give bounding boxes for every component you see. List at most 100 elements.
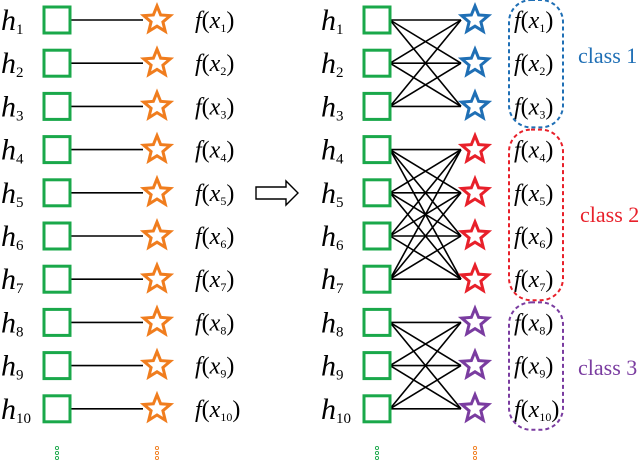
f-symbol: f	[514, 181, 524, 207]
x-subscript: 1	[539, 21, 545, 35]
h-subscript: 9	[336, 368, 344, 384]
h-symbol: h	[1, 350, 16, 383]
x-subscript: 3	[220, 107, 226, 121]
f-label: f(x7)	[514, 267, 553, 294]
ellipsis-dot	[374, 450, 380, 456]
h-label: h4	[1, 134, 24, 168]
connection-line	[389, 148, 462, 194]
h-label: h6	[1, 220, 24, 254]
feature-node	[42, 135, 72, 165]
open-paren: (	[521, 8, 529, 34]
star-icon	[457, 261, 493, 294]
h-symbol: h	[321, 134, 336, 167]
f-symbol: f	[514, 8, 524, 34]
h-subscript: 3	[16, 108, 24, 124]
close-paren: )	[226, 181, 234, 207]
class-group-box	[508, 128, 564, 302]
star-icon	[457, 218, 493, 251]
star-icon	[139, 88, 175, 121]
f-label: f(x8)	[195, 310, 234, 337]
h-label: h7	[321, 263, 344, 297]
h-symbol: h	[1, 4, 16, 37]
ellipsis-dot	[54, 445, 60, 451]
x-symbol: x	[528, 267, 540, 293]
close-paren: )	[226, 267, 234, 293]
f-label: f(x7)	[195, 267, 234, 294]
h-subscript: 4	[16, 152, 24, 168]
x-subscript: 8	[220, 323, 226, 337]
x-subscript: 2	[539, 64, 545, 78]
ellipsis-dot	[54, 450, 60, 456]
connection-line	[389, 19, 462, 64]
close-paren: )	[226, 354, 234, 380]
star-icon	[139, 45, 175, 78]
x-subscript: 2	[220, 64, 226, 78]
feature-node	[42, 48, 72, 78]
h-subscript: 8	[16, 324, 24, 340]
x-symbol: x	[528, 51, 540, 77]
open-paren: (	[202, 51, 210, 77]
h-subscript: 1	[336, 22, 344, 38]
close-paren: )	[545, 181, 553, 207]
connection-line	[389, 235, 462, 280]
open-paren: (	[202, 397, 210, 423]
ellipsis-dot	[154, 455, 160, 461]
close-paren: )	[226, 8, 234, 34]
feature-node	[362, 91, 392, 121]
star-icon	[139, 131, 175, 165]
f-symbol: f	[195, 310, 205, 336]
x-symbol: x	[209, 181, 221, 207]
star-icon	[139, 261, 175, 294]
f-symbol: f	[195, 138, 205, 164]
x-subscript: 6	[220, 237, 226, 251]
f-symbol: f	[195, 267, 205, 293]
star-icon	[457, 347, 493, 381]
h-subscript: 6	[336, 238, 344, 254]
class-group-box	[508, 301, 564, 431]
f-symbol: f	[514, 224, 524, 250]
x-subscript: 6	[539, 237, 545, 251]
h-symbol: h	[1, 90, 16, 123]
x-symbol: x	[209, 8, 221, 34]
open-paren: (	[202, 267, 210, 293]
h-symbol: h	[321, 220, 336, 253]
arrow-shape	[255, 179, 299, 207]
x-symbol: x	[209, 224, 221, 250]
h-subscript: 7	[16, 281, 24, 297]
f-label: f(x3)	[195, 94, 234, 121]
feature-node	[362, 351, 392, 381]
f-symbol: f	[195, 224, 205, 250]
x-subscript: 7	[539, 280, 545, 294]
star-icon	[139, 347, 175, 381]
feature-node	[362, 178, 392, 208]
h-subscript: 6	[16, 238, 24, 254]
f-label: f(x2)	[514, 51, 553, 78]
close-paren: )	[545, 51, 553, 77]
open-paren: (	[202, 94, 210, 120]
connection-line	[389, 62, 462, 108]
f-label: f(x4)	[195, 138, 234, 165]
ellipsis-dot	[154, 450, 160, 456]
h-label: h5	[321, 177, 344, 211]
x-symbol: x	[528, 224, 540, 250]
feature-node	[42, 394, 72, 424]
star-icon	[457, 390, 493, 424]
ellipsis-dot	[472, 455, 478, 461]
h-symbol: h	[321, 47, 336, 80]
connection-line	[389, 19, 462, 107]
h-label: h1	[1, 4, 24, 38]
open-paren: (	[521, 224, 529, 250]
x-symbol: x	[209, 51, 221, 77]
h-subscript: 2	[336, 65, 344, 81]
feature-node	[362, 5, 392, 35]
feature-node	[42, 221, 72, 251]
x-symbol: x	[528, 397, 540, 423]
h-symbol: h	[1, 263, 16, 296]
class-label: class 1	[578, 43, 637, 68]
x-symbol: x	[209, 267, 221, 293]
class-label: class 3	[578, 355, 637, 380]
f-symbol: f	[195, 8, 205, 34]
x-subscript: 7	[220, 280, 226, 294]
open-paren: (	[202, 181, 210, 207]
